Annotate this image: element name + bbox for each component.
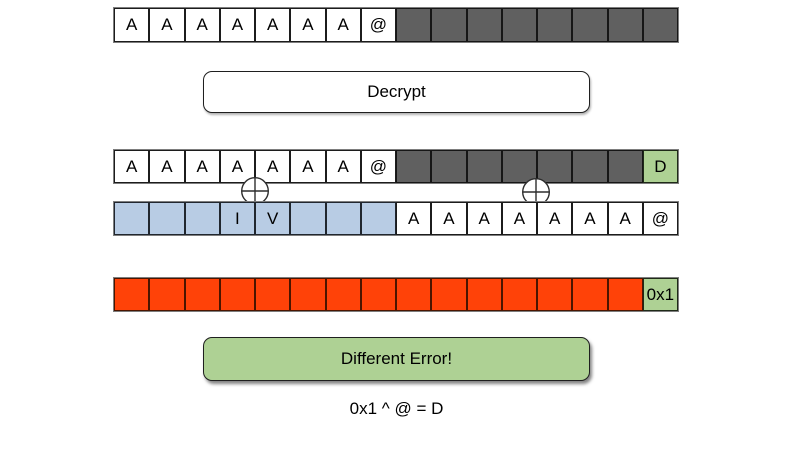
byte-cell [149,278,185,311]
byte-cell [396,8,432,42]
byte-cell: A [149,8,185,42]
byte-cell [325,202,361,235]
byte-cell [149,202,185,235]
byte-cell [325,278,361,311]
byte-cell: 0x1 [642,278,678,311]
xor-icon [521,177,551,207]
byte-cell: A [255,8,291,42]
byte-cell: @ [360,8,396,42]
byte-cell: A [501,202,537,235]
byte-cell [255,278,291,311]
byte-cell [290,278,326,311]
byte-cell [466,278,502,311]
byte-cell [184,278,220,311]
byte-cell [642,8,678,42]
byte-cell [607,8,643,42]
byte-cell: I [219,202,255,235]
byte-cell [184,202,220,235]
byte-cell [431,150,467,183]
byte-cell: @ [642,202,678,235]
byte-cell: A [466,202,502,235]
byte-cell [537,8,573,42]
byte-cell [572,8,608,42]
byte-cell: A [149,150,185,183]
byte-cell [290,202,326,235]
byte-cell [466,8,502,42]
byte-cell [396,150,432,183]
byte-cell: V [255,202,291,235]
byte-cell [607,150,643,183]
byte-cell: @ [360,150,396,183]
byte-cell [537,150,573,183]
byte-cell [114,278,150,311]
byte-cell [431,278,467,311]
byte-cell: A [431,202,467,235]
byte-cell [466,150,502,183]
garbled-block-row: 0x1 [113,277,679,312]
byte-cell: A [325,150,361,183]
byte-cell: A [290,150,326,183]
byte-cell [501,8,537,42]
byte-cell [501,278,537,311]
byte-cell: D [642,150,678,183]
byte-cell: A [607,202,643,235]
byte-cell [607,278,643,311]
byte-cell: A [184,8,220,42]
byte-cell: A [114,8,150,42]
byte-cell [114,202,150,235]
byte-cell [360,202,396,235]
byte-cell: A [325,8,361,42]
byte-cell [396,278,432,311]
byte-cell [219,278,255,311]
byte-cell: A [396,202,432,235]
decrypt-box: Decrypt [203,71,590,113]
byte-cell: A [219,8,255,42]
byte-cell: A [290,8,326,42]
byte-cell [572,150,608,183]
byte-cell: A [255,150,291,183]
byte-cell: A [184,150,220,183]
different-error-box: Different Error! [203,337,590,381]
xor-icon [240,176,270,206]
byte-cell: A [537,202,573,235]
byte-cell [431,8,467,42]
byte-cell [537,278,573,311]
equation-text: 0x1 ^ @ = D [349,399,444,418]
byte-cell [501,150,537,183]
byte-cell [572,278,608,311]
byte-cell: A [219,150,255,183]
byte-cell [360,278,396,311]
byte-cell: A [114,150,150,183]
byte-cell: A [572,202,608,235]
